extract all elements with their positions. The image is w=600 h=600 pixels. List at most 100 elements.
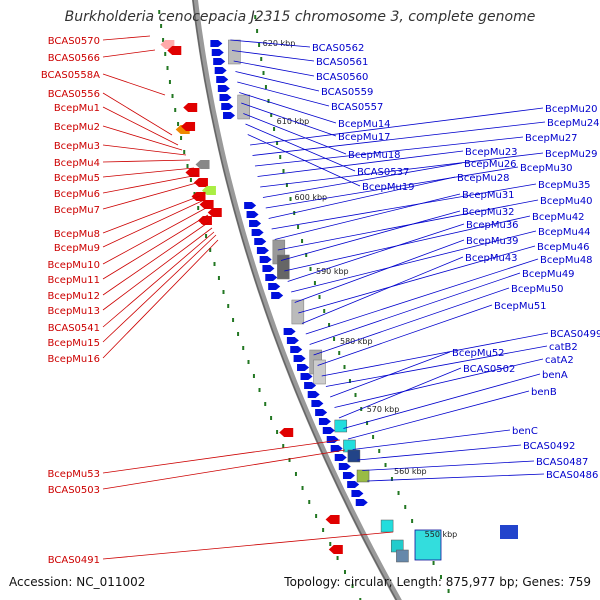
left-leader-line [102,231,215,328]
inner-tick-mark [237,332,240,336]
right-gene-label: BcepMu18 [348,150,401,161]
right-leader-line [334,358,544,408]
gene-arrow-plus-strand [246,211,259,218]
right-leader-line [265,166,519,209]
right-gene-label: BcepMu46 [537,242,590,253]
outer-tick-mark [318,295,321,299]
right-gene-label: catB2 [549,342,578,353]
outer-tick-mark [404,505,407,509]
gene-arrow-plus-strand [219,94,232,101]
left-leader-line [102,73,166,96]
right-gene-label: BcepMu28 [457,173,510,184]
right-leader-line [274,193,461,240]
right-gene-label: BcepMu32 [462,207,515,218]
gene-box-outer [228,39,241,65]
inner-tick-mark [222,290,225,294]
inner-tick-mark [301,486,304,490]
right-leader-line [262,162,463,198]
outer-tick-mark [439,575,442,579]
right-gene-label: BCAS0487 [536,457,588,468]
outer-tick-mark [260,57,263,61]
chromosome-backbone-edge [192,0,398,600]
gene-box-large-cyan [414,529,442,561]
left-gene-label: BcepMu8 [54,229,100,240]
gene-arrow-plus-strand [214,67,227,74]
gene-arrow-plus-strand [213,58,226,65]
right-gene-label-group: benA [343,370,568,429]
right-leader-line [284,215,531,272]
accession-text: Accession: NC_011002 [9,575,146,589]
left-gene-label: BcepMu53 [47,469,100,480]
right-leader-line [294,239,465,303]
inner-tick-mark [227,304,230,308]
right-leader-line [330,351,451,398]
inner-tick-mark [242,346,245,350]
right-gene-label: BcepMu24 [547,118,600,129]
left-gene-label-group: BcepMu53 [47,439,341,480]
right-leader-line [357,444,522,461]
inner-tick-mark [270,416,273,420]
left-leader-line [102,125,183,151]
right-gene-label-group: BcepMu14 [239,92,391,130]
left-gene-label: BCAS0491 [48,555,100,566]
right-leader-line [317,304,493,366]
left-leader-line [102,92,173,136]
right-gene-label: BCAS0559 [321,87,373,98]
left-gene-label: BcepMu7 [54,205,100,216]
gene-arrow-minus-strand [199,200,214,209]
outer-tick-mark [305,253,308,257]
right-gene-label: catA2 [545,355,574,366]
right-gene-label: BcepMu52 [452,348,505,359]
inner-tick-mark [189,178,192,182]
left-leader-line [102,531,394,560]
left-gene-label-group: BcepMu8 [54,195,201,240]
right-leader-line [245,123,356,172]
left-gene-label: BcepMu6 [54,189,100,200]
right-gene-label-group: BCAS0499 [321,329,600,377]
gene-arrow-plus-strand [268,283,281,290]
outer-tick-mark [273,127,276,131]
right-leader-line [367,473,545,482]
gene-arrow-minus-strand [197,216,212,225]
right-leader-line [291,230,537,293]
gene-box-colored [356,469,370,483]
right-gene-label: BcepMu31 [462,190,515,201]
gene-arrow-plus-strand [347,481,360,488]
left-gene-label-group: BcepMu10 [47,207,207,271]
gene-arrow-plus-strand [221,103,234,110]
right-gene-label-group: BcepMu24 [252,118,600,156]
outer-tick-mark [254,15,257,19]
right-gene-label-group: catB2 [325,342,578,387]
left-leader-line [102,195,201,234]
right-gene-label-group: BcepMu42 [284,212,585,272]
right-gene-label: BcepMu29 [545,149,598,160]
outer-tick-mark [270,113,273,117]
right-gene-label-group: BcepMu30 [265,163,573,209]
gene-box-outer [237,94,250,120]
left-gene-label-group: BcepMu4 [54,158,191,169]
map-title: Burkholderia cenocepacia J2315 chromosom… [64,9,536,25]
inner-tick-mark [252,374,255,378]
kbp-scale-label: 570 kbp [367,405,400,414]
right-gene-label-group: BcepMu46 [298,242,590,314]
inner-tick-mark [166,66,169,70]
outer-tick-mark [372,435,375,439]
outer-tick-mark [432,561,435,565]
gene-arrow-plus-strand [286,337,299,344]
inner-tick-mark [160,24,163,28]
outer-tick-mark [343,365,346,369]
gene-arrow-minus-strand [183,103,198,112]
right-leader-line [362,460,535,471]
outer-tick-mark [301,239,304,243]
gene-arrow-plus-strand [342,472,355,479]
left-gene-label: BCAS0503 [48,485,100,496]
left-gene-label-group: BcepMu9 [54,199,205,254]
gene-arrow-minus-strand [160,40,175,49]
inner-tick-mark [351,584,354,588]
inner-tick-mark [343,570,346,574]
outer-tick-mark [285,183,288,187]
right-leader-line [347,390,530,440]
left-leader-line [102,449,346,490]
outer-tick-mark [390,477,393,481]
right-gene-label-group: benB [347,387,557,440]
